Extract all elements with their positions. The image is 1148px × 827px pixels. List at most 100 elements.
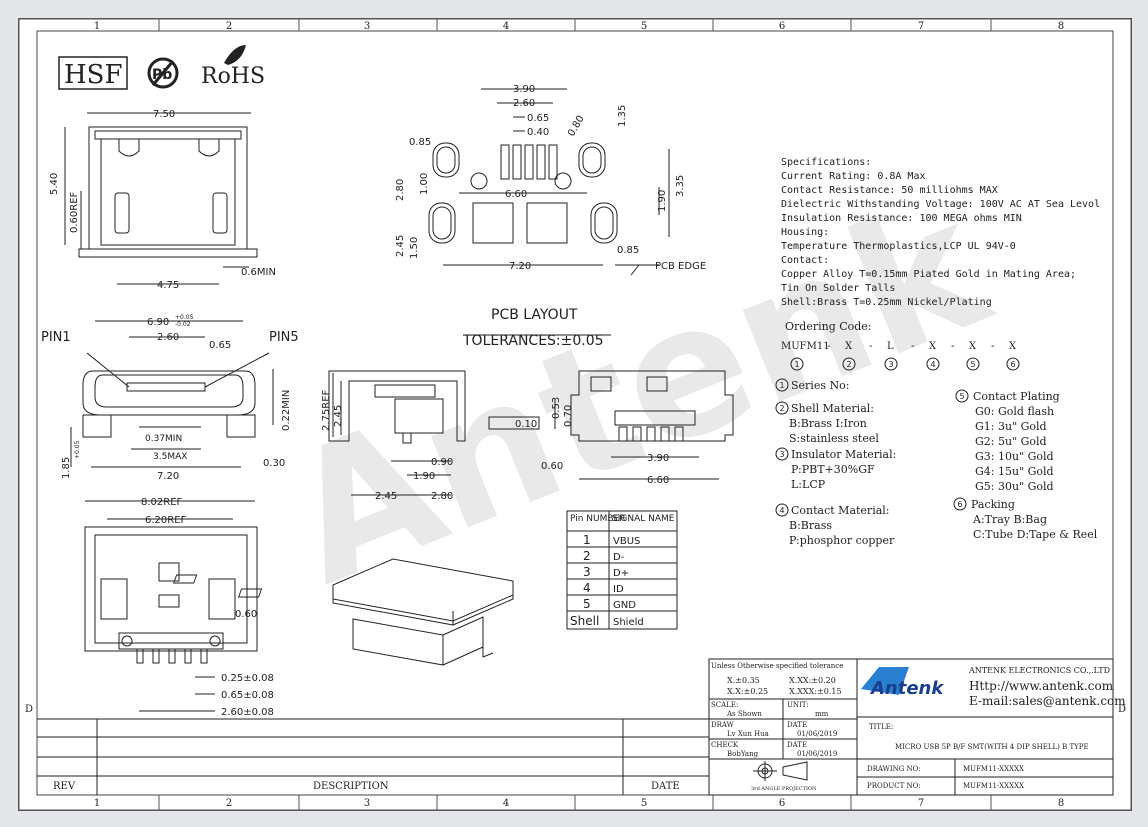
dim-r-070: 0.70 [563, 405, 574, 427]
col-3-top: 3 [364, 21, 370, 32]
top-view-labels: 7.50 5.40 0.60REF 4.75 0.6MIN [49, 109, 276, 291]
col-2-bottom: 2 [226, 798, 232, 809]
dim-top-width: 7.50 [153, 109, 175, 120]
col-6-top: 6 [779, 21, 785, 32]
col-1-bottom: 1 [94, 798, 100, 809]
company-name: ANTENK ELECTRONICS CO.,.LTD [968, 666, 1110, 675]
front-view-labels: 6.90 +0.05 -0.02 2.60 0.65 PIN1 PIN5 0.3… [41, 314, 299, 482]
rear-view [554, 370, 734, 480]
dim-side-275: 2.75REF [321, 389, 332, 431]
rear-view-labels: 0.53 0.70 0.60 3.90 6.60 [541, 397, 669, 486]
pin-table-rows: 1 VBUS 2 D- 3 D+ 4 ID 5 GND Shell Shield [570, 533, 644, 628]
pcb-layout [428, 88, 670, 336]
block-6-item-0: A:Tray B:Bag [972, 513, 1047, 526]
rohs-label: RoHS [201, 64, 265, 89]
block-5-item-1: G1: 3u" Gold [975, 420, 1047, 433]
dim-side-280: 2.80 [431, 491, 453, 502]
dim-d-030: 0.30 [263, 458, 285, 469]
spec-line-0: Specifications: [781, 157, 871, 168]
block-5-num: 5 [959, 392, 964, 401]
logo-mark-icon [861, 667, 909, 695]
col-4-bottom: 4 [503, 798, 509, 809]
code-num-3: 3 [888, 360, 893, 369]
code-num-1: 1 [794, 360, 799, 369]
no-pb-icon [147, 57, 179, 89]
bottom-view-labels: 8.02REF 6.20REF 0.60 0.25±0.08 0.65±0.08… [141, 497, 274, 718]
drawing-no-label: DRAWING NO: [867, 765, 921, 773]
dim-r-060b: 0.60 [541, 461, 563, 472]
pcb-d190: 1.90 [657, 190, 668, 212]
dim-min-06: 0.6MIN [241, 267, 276, 278]
ordering-title: Ordering Code: [785, 320, 872, 333]
draw-date-label: DATE [787, 721, 807, 729]
dim-height-total: 5.40 [49, 173, 60, 195]
pin-row-3-signal: D+ [613, 568, 629, 579]
pcb-d660: 6.60 [505, 189, 527, 200]
dim-r-660: 6.60 [647, 475, 669, 486]
col-5-top: 5 [641, 21, 647, 32]
block-3-title: Insulator Material: [791, 448, 896, 461]
dim-min-037: 0.37MIN [145, 434, 182, 444]
dim-t-025: 0.25±0.08 [221, 673, 274, 684]
bottom-column-markers: 1 2 3 4 5 6 7 8 [94, 795, 1064, 810]
pcb-d085a: 0.85 [409, 137, 431, 148]
code-part-0: MUFM11 [781, 341, 830, 352]
col-6-bottom: 6 [779, 798, 785, 809]
pin-row-2-num: 2 [583, 549, 591, 563]
code-part-1: X [845, 341, 853, 352]
drawing-sheet: Antenk 1 2 3 4 5 6 7 8 1 2 3 4 5 6 7 8 D… [18, 18, 1132, 811]
pcb-title: PCB LAYOUT [491, 307, 578, 323]
spec-line-6: Temperature Thermoplastics,LCP UL 94V-0 [781, 241, 1016, 252]
pin-table: Pin NUMBER SIGNAL NAME 1 VBUS 2 D- 3 D+ … [566, 510, 678, 630]
block-3-num: 3 [779, 450, 784, 459]
check-label: CHECK [711, 741, 739, 749]
block-6-item-1: C:Tube D:Tape & Reel [973, 528, 1098, 541]
block-5-item-5: G5: 30u" Gold [975, 480, 1054, 493]
block-4-item-0: B:Brass [789, 519, 832, 532]
pin-row-4-num: 4 [583, 581, 591, 595]
compliance-marks: HSF Pb RoHS [58, 45, 265, 90]
draw-label: DRAW [711, 721, 735, 729]
code-num-2: 2 [846, 360, 851, 369]
check-date: 01/06/2019 [797, 750, 837, 758]
block-2-item-1: S:stainless steel [789, 432, 879, 445]
block-2-item-0: B:Brass I:Iron [789, 417, 867, 430]
dim-t-065: 0.65±0.08 [221, 690, 274, 701]
col-8-bottom: 8 [1058, 798, 1064, 809]
spec-line-4: Insulation Resistance: 100 MEGA ohms MIN [781, 213, 1022, 224]
block-4-item-1: P:phosphor copper [789, 534, 895, 547]
pcb-d335: 3.35 [675, 175, 686, 197]
title-block-text: Unless Otherwise specified tolerance X.±… [711, 662, 843, 792]
top-column-markers: 1 2 3 4 5 6 7 8 [94, 19, 1064, 32]
dim-flat-010: 0.10 [515, 419, 537, 430]
company-http: Http://www.antenk.com [969, 679, 1114, 693]
block-1-title: Series No: [791, 379, 849, 392]
code-part-2: L [887, 341, 894, 352]
company-logo: Antenk [861, 667, 944, 699]
spec-line-7: Contact: [781, 255, 829, 266]
spec-line-8: Copper Alloy T=0.15mm Piated Gold in Mat… [781, 269, 1076, 280]
dim-w-720: 7.20 [157, 471, 179, 482]
block-5-title: Contact Plating [973, 390, 1060, 403]
dim-min-022: 0.22MIN [281, 390, 292, 431]
title-value: MICRO USB 5P B/F SMT(WITH 4 DIP SHELL) B… [895, 743, 1089, 751]
col-5-bottom: 5 [641, 798, 647, 809]
scale-label: SCALE: [711, 701, 738, 709]
title-label: TITLE: [869, 723, 893, 731]
block-5-item-2: G2: 5u" Gold [975, 435, 1047, 448]
dim-pin-065: 0.65 [209, 340, 231, 351]
pin-row-4-signal: ID [613, 584, 624, 595]
col-1-top: 1 [94, 21, 100, 32]
pcb-d100: 1.00 [419, 173, 430, 195]
code-num-5: 5 [970, 360, 975, 369]
tol-c: X.X:±0.25 [727, 687, 768, 696]
hsf-label: HSF [64, 60, 123, 90]
dim-side-190: 1.90 [413, 471, 435, 482]
date-label: DATE [651, 781, 680, 792]
pin1-label: PIN1 [41, 330, 71, 345]
block-1-num: 1 [779, 381, 784, 390]
rev-label: REV [53, 781, 76, 792]
block-3-item-0: P:PBT+30%GF [791, 463, 875, 476]
option-blocks: 1 2 3 4 5 6 Series No: Shell Material: B… [775, 378, 1098, 547]
dim-h-185: 1.85 [61, 457, 72, 479]
